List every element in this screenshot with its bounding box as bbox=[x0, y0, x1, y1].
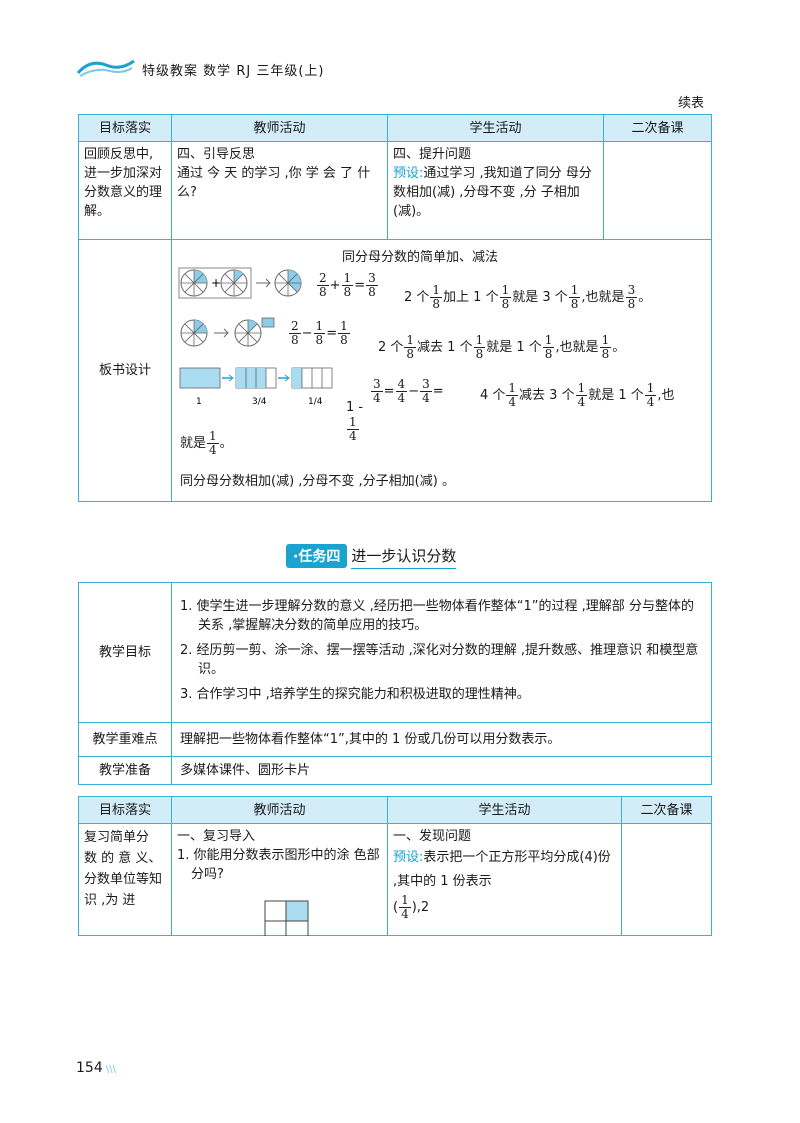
task-banner: ·任务四进一步认识分数 bbox=[286, 544, 457, 569]
col-goal: 目标落实 bbox=[78, 796, 172, 824]
objective-item: 3. 合作学习中 ,培养学生的探究能力和积极进取的理性精神。 bbox=[180, 687, 530, 702]
shaded-square bbox=[264, 900, 309, 936]
teacher-title: 一、复习导入 bbox=[177, 829, 256, 844]
objective-item: 2. 经历剪一剪、涂一涂、摆一摆等活动 ,深化对分数的理解 ,提升数感、推理意识… bbox=[180, 643, 699, 677]
student-title: 四、提升问题 bbox=[393, 147, 472, 162]
objectives-label: 教学目标 bbox=[78, 582, 172, 723]
teacher-cell: 四、引导反思 通过 今 天 的学习 ,你 学 会 了 什么? bbox=[171, 141, 388, 240]
teacher-cell: 一、复习导入 1. 你能用分数表示图形中的涂 色部分吗? bbox=[171, 823, 388, 936]
goal-cell: 回顾反思中,进一步加深对分数意义的理解。 bbox=[78, 141, 172, 240]
task-title: 进一步认识分数 bbox=[351, 545, 457, 569]
teacher-body: 通过 今 天 的学习 ,你 学 会 了 什么? bbox=[177, 166, 371, 200]
key-points-label: 教学重难点 bbox=[78, 722, 172, 757]
table-row: 复习简单分 数 的 意 义、分数单位等知 识 ,为 进 一、复习导入 1. 你能… bbox=[78, 823, 712, 936]
board-title: 同分母分数的简单加、减法 bbox=[342, 250, 499, 265]
col-teacher: 教师活动 bbox=[171, 796, 388, 824]
objectives-table: 教学目标 1. 使学生进一步理解分数的意义 ,经历把一些物体看作整体“1”的过程… bbox=[78, 582, 712, 785]
table-header-row: 目标落实 教师活动 学生活动 二次备课 bbox=[78, 114, 712, 142]
preparation-text: 多媒体课件、圆形卡片 bbox=[171, 756, 712, 785]
fraction-circles-subtract bbox=[180, 317, 275, 347]
one-minus-text: 1 - bbox=[346, 400, 364, 415]
col-goal: 目标落实 bbox=[78, 114, 172, 142]
teacher-title: 四、引导反思 bbox=[177, 147, 256, 162]
student-body: 预设:表示把一个正方形平均分成(4)份 ,其中的 1 份表示 bbox=[393, 850, 611, 889]
col-student: 学生活动 bbox=[387, 796, 622, 824]
notes-cell bbox=[621, 823, 712, 936]
student-cell: 一、发现问题 预设:表示把一个正方形平均分成(4)份 ,其中的 1 份表示 (1… bbox=[387, 823, 622, 936]
bar-label-whole: 1 bbox=[196, 397, 202, 407]
fraction-bars: 1 3/4 1/4 bbox=[179, 367, 333, 407]
preparation-label: 教学准备 bbox=[78, 756, 172, 785]
col-teacher: 教师活动 bbox=[171, 114, 388, 142]
bar-label-three-quarters: 3/4 bbox=[252, 397, 267, 407]
table-row: 教学重难点 理解把一些物体看作整体“1”,其中的 1 份或几份可以用分数表示。 bbox=[78, 722, 712, 757]
book-header: 特级教案 数学 RJ 三年级(上) bbox=[142, 64, 325, 79]
publisher-logo bbox=[76, 59, 135, 77]
student-body: 预设:通过学习 ,我知道了同分 母分数相加(减) ,分母不变 ,分 子相加(减)… bbox=[393, 166, 592, 219]
board-design-label: 板书设计 bbox=[78, 239, 172, 502]
lesson-table-continued: 目标落实 教师活动 学生活动 二次备课 回顾反思中,进一步加深对分数意义的理解。… bbox=[78, 114, 712, 502]
continued-label: 续表 bbox=[678, 96, 705, 111]
bar-label-quarter: 1/4 bbox=[308, 397, 323, 407]
student-cell: 四、提升问题 预设:通过学习 ,我知道了同分 母分数相加(减) ,分母不变 ,分… bbox=[387, 141, 604, 240]
objectives-list: 1. 使学生进一步理解分数的意义 ,经历把一些物体看作整体“1”的过程 ,理解部… bbox=[171, 582, 712, 723]
svg-text:+: + bbox=[211, 276, 221, 290]
objective-item: 1. 使学生进一步理解分数的意义 ,经历把一些物体看作整体“1”的过程 ,理解部… bbox=[180, 599, 694, 633]
col-student: 学生活动 bbox=[387, 114, 604, 142]
lesson-table: 目标落实 教师活动 学生活动 二次备课 复习简单分 数 的 意 义、分数单位等知… bbox=[78, 796, 712, 936]
col-notes: 二次备课 bbox=[621, 796, 712, 824]
fraction-circles-add: + bbox=[178, 267, 302, 299]
table-row: 教学准备 多媒体课件、圆形卡片 bbox=[78, 756, 712, 785]
col-notes: 二次备课 bbox=[603, 114, 712, 142]
table-row: 教学目标 1. 使学生进一步理解分数的意义 ,经历把一些物体看作整体“1”的过程… bbox=[78, 582, 712, 723]
page-number: 154 \\\ bbox=[76, 1060, 117, 1076]
goal-cell: 复习简单分 数 的 意 义、分数单位等知 识 ,为 进 bbox=[78, 823, 172, 936]
student-title: 一、发现问题 bbox=[393, 829, 472, 844]
table-header-row: 目标落实 教师活动 学生活动 二次备课 bbox=[78, 796, 712, 824]
task-badge: ·任务四 bbox=[286, 544, 348, 568]
teacher-question: 1. 你能用分数表示图形中的涂 色部分吗? bbox=[177, 848, 380, 882]
board-summary: 同分母分数相加(减) ,分母不变 ,分子相加(减) 。 bbox=[180, 474, 455, 489]
key-points-text: 理解把一些物体看作整体“1”,其中的 1 份或几份可以用分数表示。 bbox=[171, 722, 712, 757]
table-row: 回顾反思中,进一步加深对分数意义的理解。 四、引导反思 通过 今 天 的学习 ,… bbox=[78, 141, 712, 240]
notes-cell bbox=[603, 141, 712, 240]
